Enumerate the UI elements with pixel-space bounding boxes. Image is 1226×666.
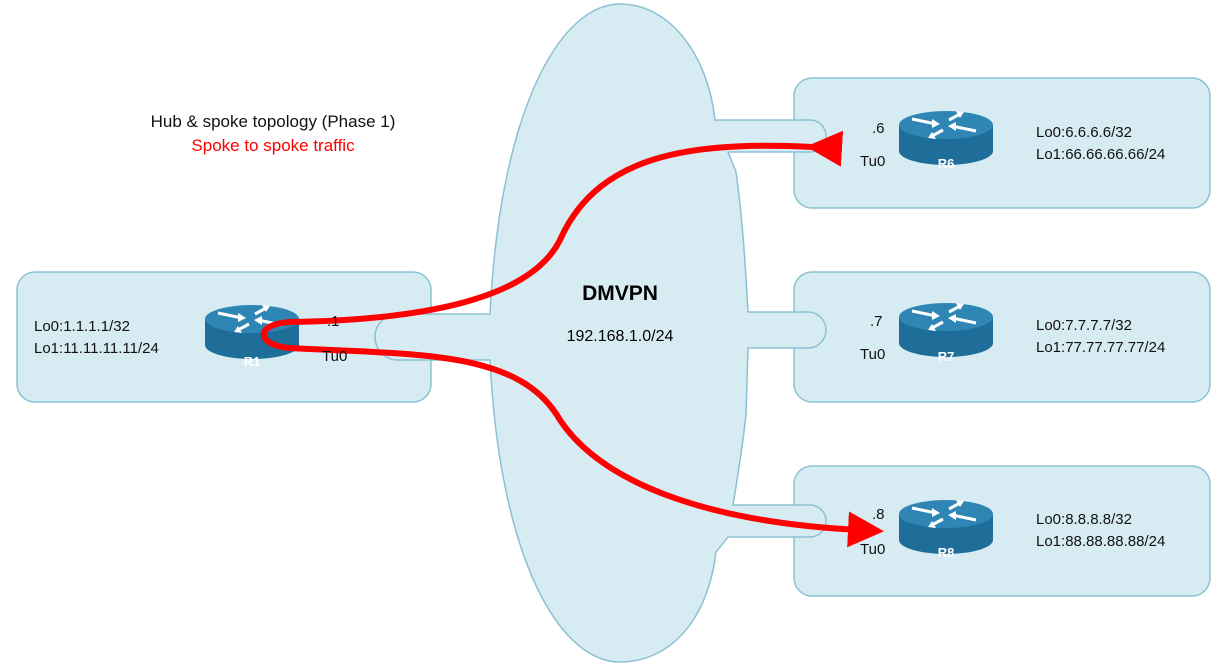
traffic-path-r6-to-r1	[260, 130, 844, 351]
router-r1-label: R1	[244, 354, 261, 369]
r8-host-octet: .8	[872, 506, 885, 523]
router-r8-label: R8	[938, 545, 955, 560]
r7-tunnel: Tu0	[860, 346, 886, 363]
hub-host-octet: .1	[327, 313, 340, 330]
router-r1: R1	[203, 303, 301, 369]
hub-lo0: Lo0:1.1.1.1/32	[34, 318, 130, 335]
r7-host-octet: .7	[870, 313, 883, 330]
router-r7-label: R7	[938, 349, 955, 364]
router-r6-label: R6	[938, 156, 955, 171]
r6-host-octet: .6	[872, 120, 885, 137]
r8-lo0: Lo0:8.8.8.8/32	[1036, 511, 1132, 528]
r8-tunnel: Tu0	[860, 541, 886, 558]
r7-lo1: Lo1:77.77.77.77/24	[1036, 339, 1166, 356]
cloud-name: DMVPN	[582, 282, 658, 305]
router-r7: R7	[897, 301, 995, 364]
hub-tunnel: Tu0	[322, 348, 348, 365]
spoke-panel-r6	[793, 77, 1211, 209]
r7-lo0: Lo0:7.7.7.7/32	[1036, 317, 1132, 334]
r8-lo1: Lo1:88.88.88.88/24	[1036, 533, 1166, 550]
spoke-panel-r7	[793, 271, 1211, 403]
hub-lo1: Lo1:11.11.11.11/24	[34, 340, 159, 357]
router-r6: R6	[897, 109, 995, 171]
r6-lo0: Lo0:6.6.6.6/32	[1036, 124, 1132, 141]
traffic-path-r1-to-r8	[287, 345, 884, 548]
cloud-subnet: 192.168.1.0/24	[566, 328, 674, 345]
router-r8: R8	[897, 498, 995, 560]
diagram-subtitle: Spoke to spoke traffic	[191, 136, 355, 155]
r6-lo1: Lo1:66.66.66.66/24	[1036, 146, 1166, 163]
r6-tunnel: Tu0	[860, 153, 886, 170]
diagram-title: Hub & spoke topology (Phase 1)	[150, 112, 396, 131]
